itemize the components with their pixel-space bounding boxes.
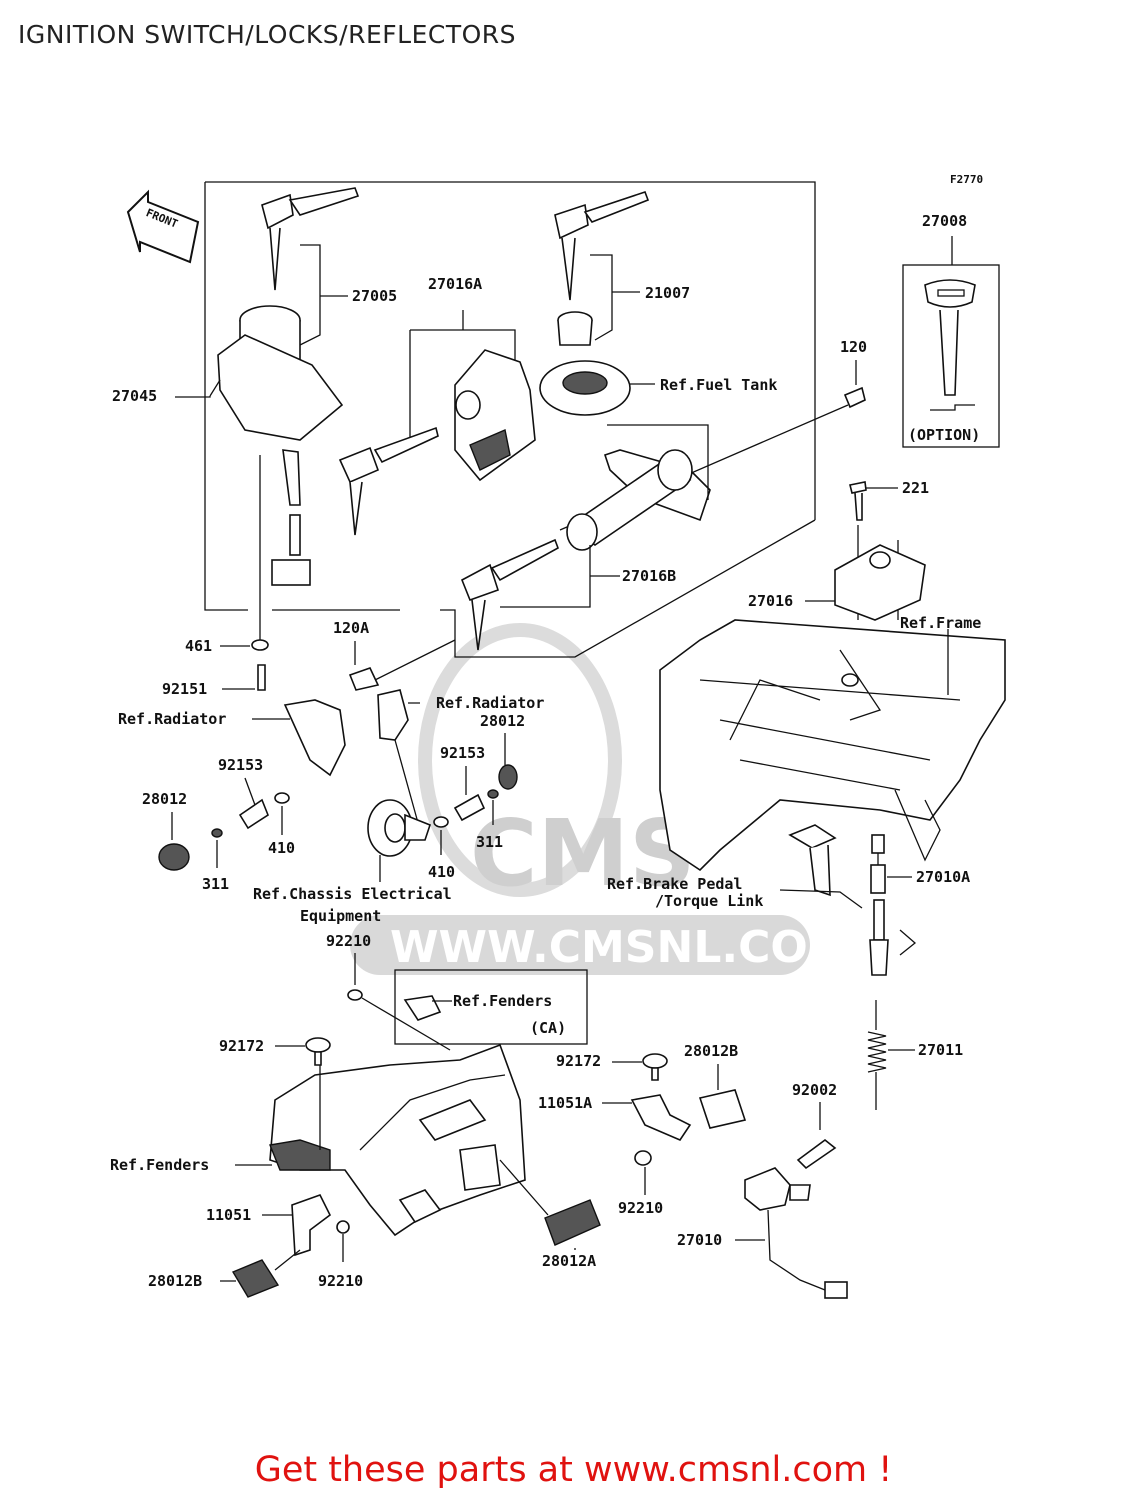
lock-27016B: [566, 449, 711, 551]
label-27005: 27005: [352, 287, 397, 305]
label-410-right: 410: [428, 863, 455, 881]
label-92002: 92002: [792, 1081, 837, 1099]
label-92210-top: 92210: [326, 932, 371, 950]
keys-27005: [261, 187, 360, 291]
label-28012-left: 28012: [142, 790, 187, 808]
watermark: CMS WWW.CMSNL.COM: [350, 623, 852, 975]
label-27010A: 27010A: [916, 868, 970, 886]
label-28012-right: 28012: [480, 712, 525, 730]
label-92172-right: 92172: [556, 1052, 601, 1070]
label-28012A: 28012A: [542, 1252, 596, 1270]
label-27016: 27016: [748, 592, 793, 610]
switch-27010: [744, 1167, 848, 1299]
label-311-right: 311: [476, 833, 503, 851]
rear-fender: [269, 1043, 526, 1237]
keys-27016B: [460, 538, 559, 651]
label-ref-chassis-1: Ref.Chassis Electrical: [253, 885, 452, 903]
label-28012B-left: 28012B: [148, 1272, 202, 1290]
label-221: 221: [902, 479, 929, 497]
figure-code: F2770: [950, 173, 983, 186]
label-92172-left: 92172: [219, 1037, 264, 1055]
label-ref-fuel-tank: Ref.Fuel Tank: [660, 376, 777, 394]
watermark-logo: CMS: [470, 800, 695, 907]
switch-27010A: [869, 834, 917, 976]
label-410-left: 410: [268, 839, 295, 857]
label-ref-fenders-left: Ref.Fenders: [110, 1156, 209, 1174]
label-27011: 27011: [918, 1041, 963, 1059]
page-title: IGNITION SWITCH/LOCKS/REFLECTORS: [18, 20, 517, 49]
lock-27016A: [454, 349, 536, 482]
ignition-switch-27045: [217, 305, 344, 586]
frame: [659, 619, 1006, 872]
spring-27011: [867, 1000, 887, 1110]
label-11051: 11051: [206, 1206, 251, 1224]
label-ref-radiator-left: Ref.Radiator: [118, 710, 226, 728]
label-27008: 27008: [922, 212, 967, 230]
label-120: 120: [840, 338, 867, 356]
keys-27016A: [338, 426, 439, 536]
label-ref-brake-1: Ref.Brake Pedal: [607, 875, 742, 893]
label-92153-left: 92153: [218, 756, 263, 774]
label-ca: (CA): [530, 1019, 566, 1037]
label-ref-frame: Ref.Frame: [900, 614, 981, 632]
label-ref-fenders-top: Ref.Fenders: [453, 992, 552, 1010]
label-311-left: 311: [202, 875, 229, 893]
label-92153-right: 92153: [440, 744, 485, 762]
label-27010: 27010: [677, 1231, 722, 1249]
label-option: (OPTION): [908, 426, 980, 444]
label-ref-brake-2: /Torque Link: [655, 892, 763, 910]
label-21007: 21007: [645, 284, 690, 302]
brake-pedal-torque-link: [788, 824, 837, 897]
label-28012B-right: 28012B: [684, 1042, 738, 1060]
fuel-tank-cap: [539, 311, 631, 416]
option-key-27008: [924, 279, 976, 411]
label-27016B: 27016B: [622, 567, 676, 585]
label-11051A: 11051A: [538, 1094, 592, 1112]
footer-link-text[interactable]: Get these parts at www.cmsnl.com !: [254, 1450, 893, 1490]
label-27045: 27045: [112, 387, 157, 405]
label-ref-radiator-right: Ref.Radiator: [436, 694, 544, 712]
label-92210-mid: 92210: [618, 1199, 663, 1217]
label-461: 461: [185, 637, 212, 655]
front-arrow-icon: FRONT: [126, 189, 200, 264]
label-120A: 120A: [333, 619, 369, 637]
lock-mount-27016: [834, 544, 926, 621]
label-92151: 92151: [162, 680, 207, 698]
label-ref-chassis-2: Equipment: [300, 907, 381, 925]
keys-21007: [554, 190, 650, 301]
label-27016A: 27016A: [428, 275, 482, 293]
label-92210-bottom: 92210: [318, 1272, 363, 1290]
horn: [367, 799, 431, 857]
exploded-parts-diagram: CMS WWW.CMSNL.COM FRONT F2770 27005 2704…: [110, 173, 1006, 1299]
watermark-url: WWW.CMSNL.COM: [390, 922, 852, 973]
